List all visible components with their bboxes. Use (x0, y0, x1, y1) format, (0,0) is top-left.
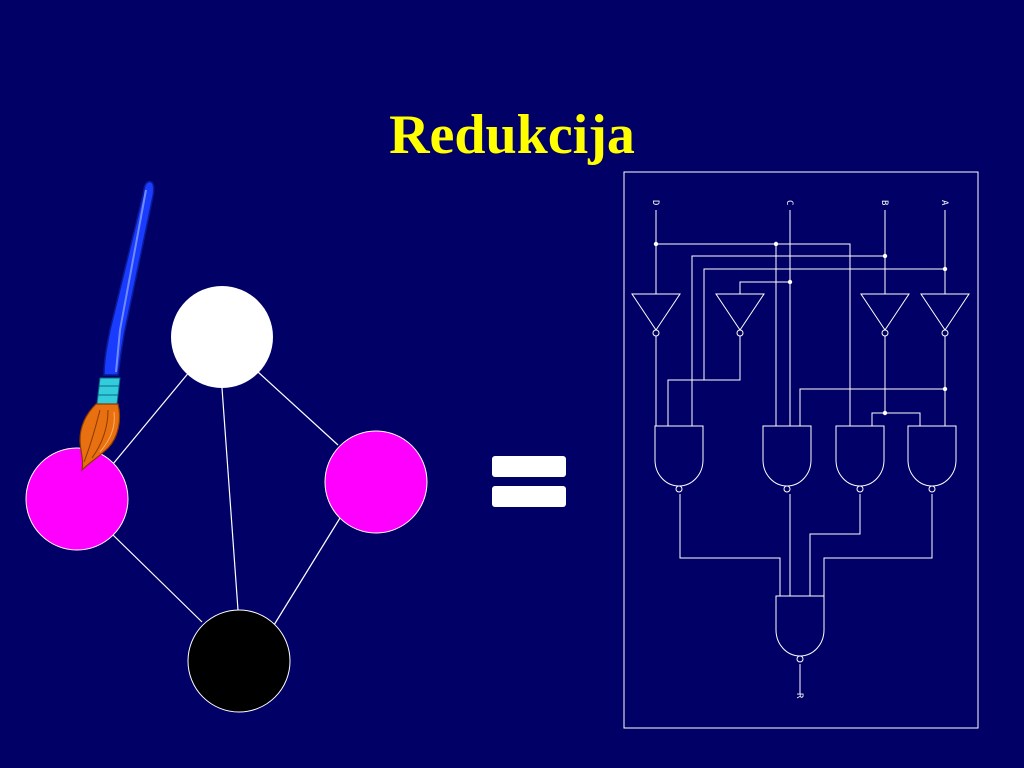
graph-node-bottom (187, 609, 291, 713)
circuit-junctions (653, 241, 948, 416)
edge-top-bottom (221, 387, 239, 611)
equals-sign-icon-lower-bar (492, 486, 566, 507)
graph-node-right (324, 430, 428, 534)
graph-edges (107, 364, 341, 626)
circuit-output-label: R (794, 693, 804, 699)
equals-sign-icon (492, 456, 566, 477)
edge-top-right (257, 371, 339, 446)
circuit-input-label-c: C (784, 200, 794, 205)
circuit-frame (623, 171, 979, 729)
graph-node-left (25, 447, 129, 551)
edge-right-bottom (273, 517, 341, 626)
paintbrush-icon (79, 180, 155, 472)
edge-top-left (107, 364, 196, 471)
circuit-input-label-b: B (879, 200, 889, 205)
slide-title: Redukcija (389, 104, 635, 166)
circuit-wires (623, 171, 979, 729)
circuit-input-label-a: A (939, 200, 949, 206)
graph-node-top (171, 286, 273, 388)
edge-left-bottom (112, 534, 203, 623)
circuit-input-label-d: D (650, 200, 660, 205)
